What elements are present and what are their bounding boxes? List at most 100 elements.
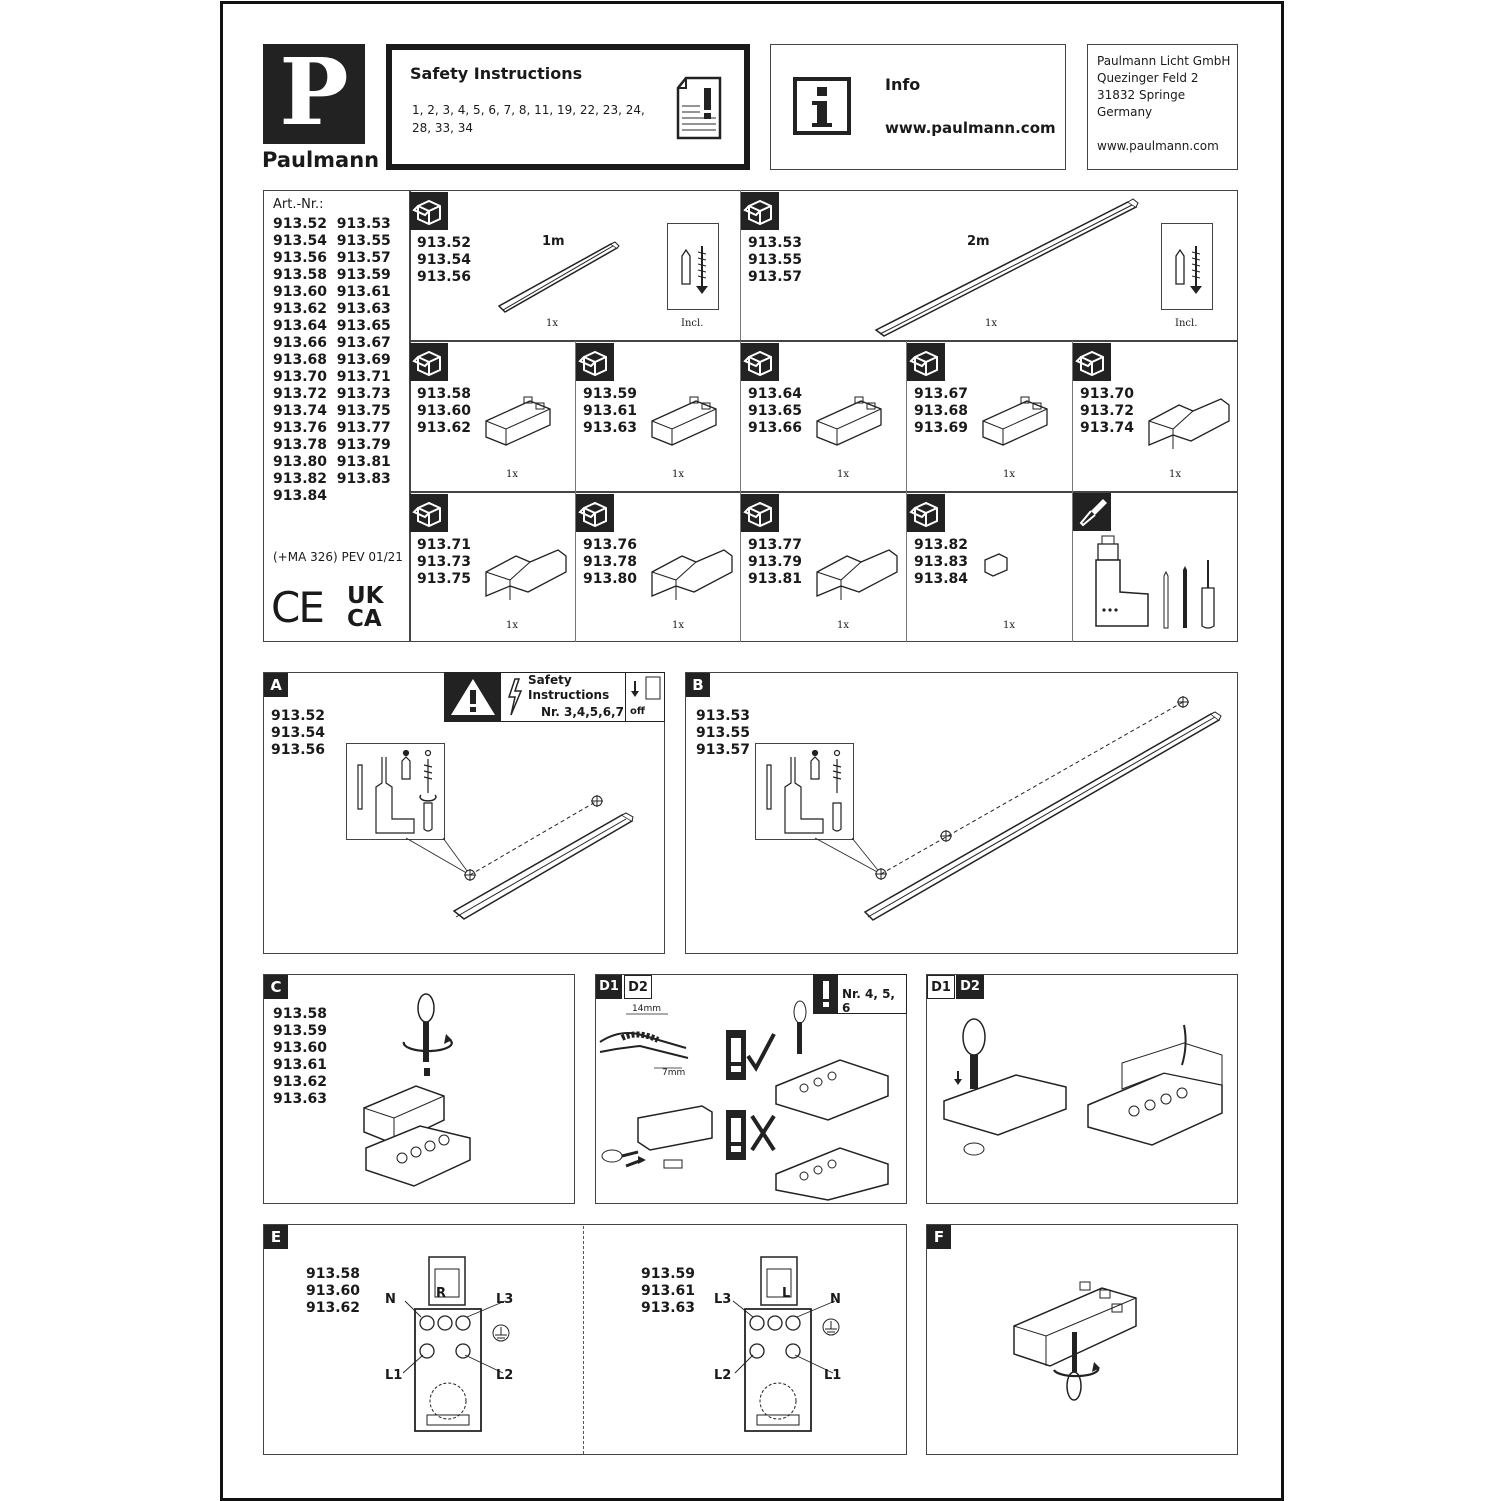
step-d-nr: Nr. 4, 5, 6: [842, 987, 895, 1015]
part-code: 913.58: [417, 386, 472, 402]
article-code: 913.58: [306, 1266, 361, 1282]
part-qty: 1x: [506, 620, 519, 631]
ukca-mark-top: UK: [347, 583, 384, 609]
info-box: Info www.paulmann.com: [770, 44, 1066, 170]
package-icon: [907, 494, 945, 532]
step-b-code-1: 913.53: [696, 708, 751, 724]
article-code: 913.62: [273, 1074, 328, 1090]
step-f-panel: [926, 1224, 1238, 1455]
article-row: 913.74 913.75: [273, 403, 391, 419]
step-b-tools-box: [755, 743, 854, 840]
track1-incl: Incl.: [681, 318, 704, 329]
article-code: 913.60: [306, 1283, 361, 1299]
part-code: 913.73: [417, 554, 472, 570]
part-code: 913.60: [417, 403, 472, 419]
step-e-right-L3: L3: [714, 1292, 732, 1307]
notice-icon: [814, 975, 838, 1013]
article-row: 913.68 913.69: [273, 352, 391, 368]
address-line4: Germany: [1097, 105, 1153, 119]
part-image: [977, 391, 1057, 455]
step-f-screw-drawing: [1013, 1281, 1137, 1401]
step-a-off-box: off: [625, 673, 665, 721]
divider-v-track: [740, 190, 741, 340]
step-d-panel-left: [595, 974, 907, 1204]
step-c-panel: [263, 974, 575, 1204]
package-icon: [410, 343, 448, 381]
article-row: 913.70 913.71: [273, 369, 391, 385]
part-code: 913.59: [583, 386, 638, 402]
track2-length: 2m: [967, 234, 990, 249]
step-d-len1: 14mm: [632, 1004, 661, 1014]
part-code: 913.69: [914, 420, 969, 436]
article-code: 913.63: [641, 1300, 696, 1316]
step-d-notice-box: Nr. 4, 5, 6: [813, 974, 907, 1015]
article-code: 913.63: [273, 1091, 328, 1107]
part-qty: 1x: [672, 469, 685, 480]
track1-qty: 1x: [546, 318, 559, 329]
package-icon: [576, 494, 614, 532]
package-icon: [410, 192, 448, 230]
step-a-off-label: off: [630, 706, 645, 717]
ce-mark: CE: [271, 583, 325, 632]
part-image: [977, 542, 1017, 586]
part-image: [480, 391, 560, 455]
ukca-mark-bottom: CA: [347, 606, 382, 632]
revision-code: (+MA 326) PEV 01/21: [273, 550, 403, 564]
step-d-len2: 7mm: [662, 1068, 686, 1078]
step-e-right-wiring-diagram: [732, 1256, 840, 1432]
info-icon: [793, 77, 851, 135]
part-code: 913.68: [914, 403, 969, 419]
address-box: Paulmann Licht GmbH Quezinger Feld 2 318…: [1087, 44, 1238, 170]
part-code: 913.70: [1080, 386, 1135, 402]
package-icon: [1073, 343, 1111, 381]
article-code: 913.61: [641, 1283, 696, 1299]
step-e-left-L1: L1: [385, 1368, 403, 1383]
part-image: [1143, 391, 1233, 465]
part-code: 913.75: [417, 571, 472, 587]
package-icon: [576, 343, 614, 381]
part-code: 913.66: [748, 420, 803, 436]
part-code: 913.64: [748, 386, 803, 402]
step-a-code-1: 913.52: [271, 708, 326, 724]
electric-hazard-icon: [507, 678, 523, 716]
package-icon: [410, 494, 448, 532]
part-qty: 1x: [672, 620, 685, 631]
package-icon: [741, 343, 779, 381]
safety-instructions-box: Safety Instructions 1, 2, 3, 4, 5, 6, 7,…: [386, 44, 750, 170]
track-1m-image: [497, 241, 620, 313]
step-a-safety-banner: Safety Instructions Nr. 3,4,5,6,7 off: [444, 672, 665, 722]
track2-code-3: 913.57: [748, 269, 803, 285]
package-icon: [741, 494, 779, 532]
part-code: 913.76: [583, 537, 638, 553]
address-url[interactable]: www.paulmann.com: [1097, 139, 1219, 153]
step-e-right-L2: L2: [714, 1368, 732, 1383]
part-code: 913.81: [748, 571, 803, 587]
step-a-safety-line1: Safety: [528, 673, 572, 687]
document-warning-icon: [676, 76, 722, 140]
address-line3: 31832 Springe: [1097, 88, 1186, 102]
step-e-left-dir: R: [436, 1286, 447, 1301]
safety-title: Safety Instructions: [410, 64, 583, 83]
step-c-letter: C: [264, 975, 288, 999]
part-image: [480, 542, 570, 616]
part-code: 913.74: [1080, 420, 1135, 436]
step-b-code-2: 913.55: [696, 725, 751, 741]
step-a-safety-line2: Instructions: [528, 688, 610, 702]
step-e-letter: E: [264, 1225, 288, 1249]
tools-icon: [1073, 493, 1111, 531]
step-d-end-cap-drawing: [943, 1018, 1223, 1156]
article-row: 913.66 913.67: [273, 335, 391, 351]
track-2m-image: [874, 198, 1139, 337]
logo-letter: P: [279, 38, 349, 146]
part-code: 913.72: [1080, 403, 1135, 419]
step-e-right-L1: L1: [824, 1368, 842, 1383]
info-url[interactable]: www.paulmann.com: [885, 119, 1056, 137]
step-e-divider: [583, 1226, 584, 1454]
part-code: 913.67: [914, 386, 969, 402]
part-code: 913.63: [583, 420, 638, 436]
step-e-left-wiring-diagram: [402, 1256, 510, 1432]
track2-qty: 1x: [985, 318, 998, 329]
track1-length: 1m: [542, 234, 565, 249]
